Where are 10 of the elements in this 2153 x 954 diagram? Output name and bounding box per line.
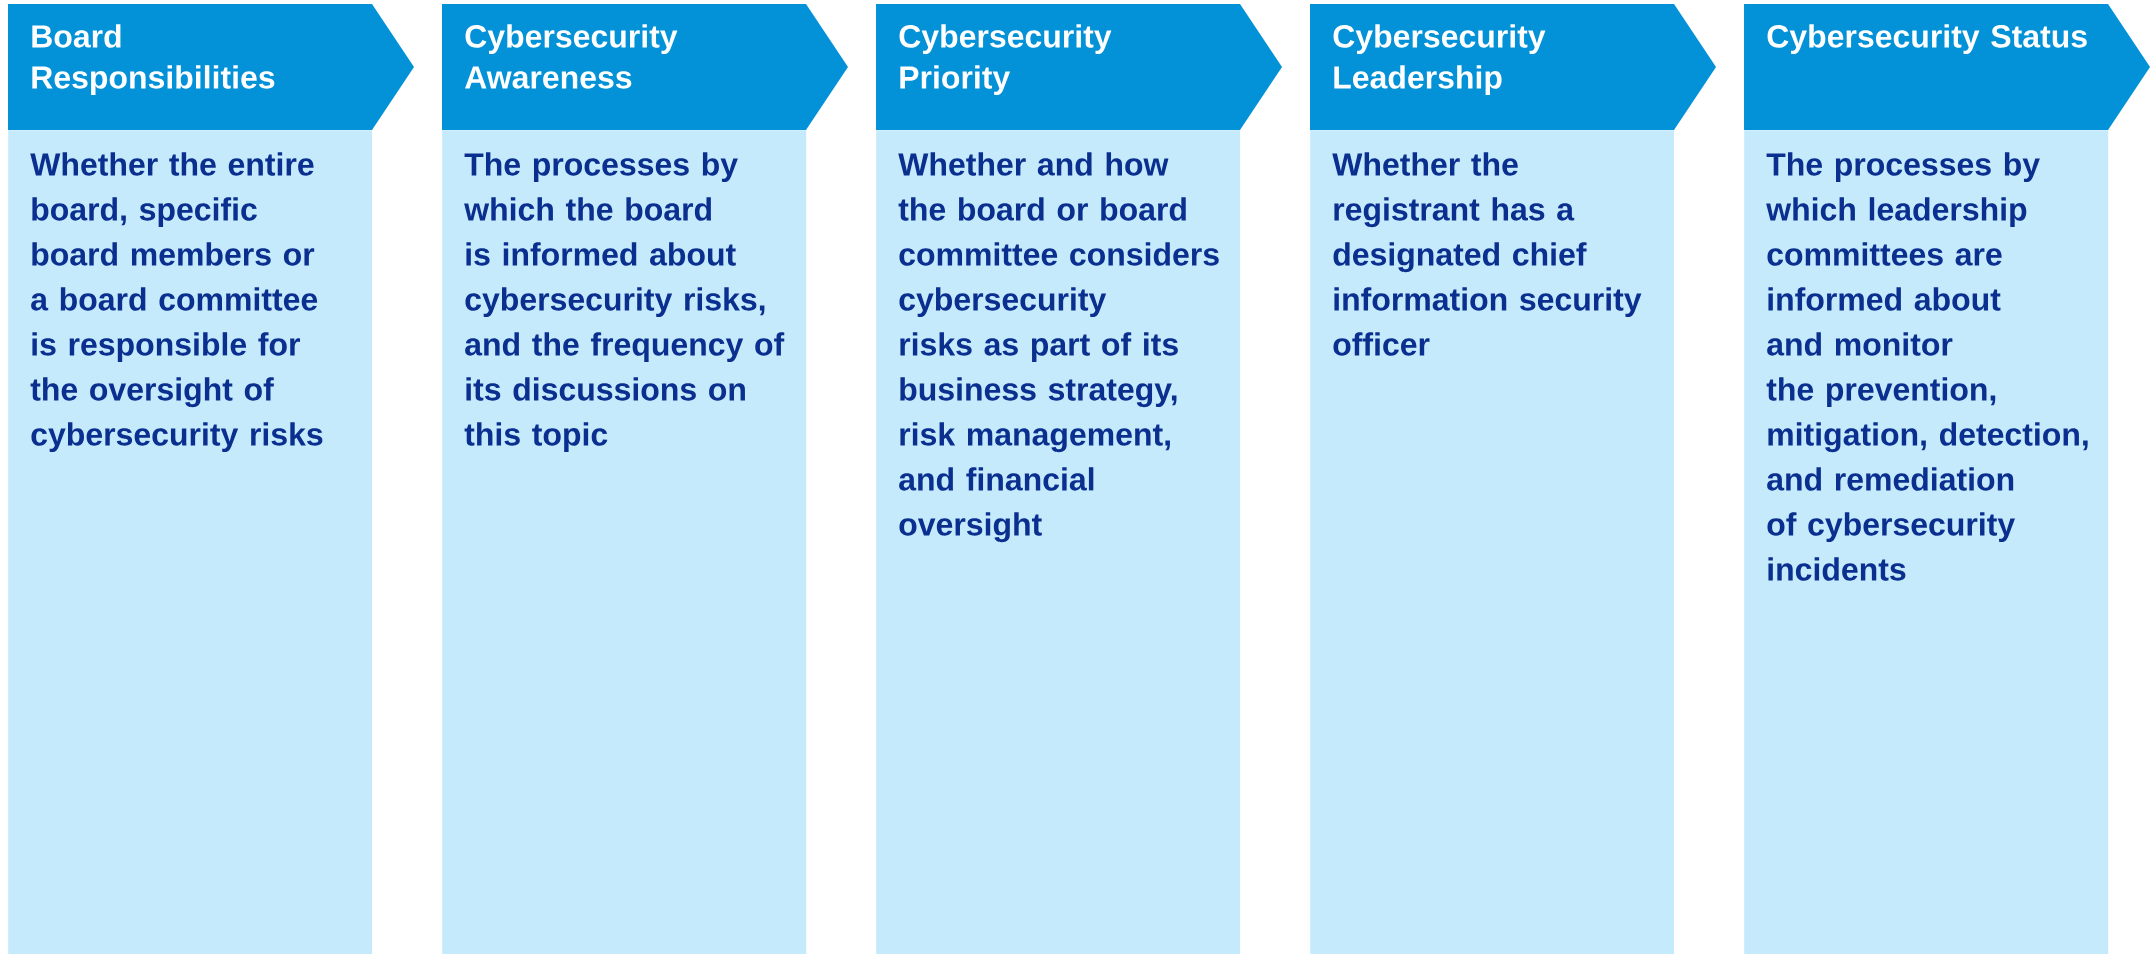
column-panel: Board Responsibilities Whether the entire board, specific board members or a board committee is responsible for the oversight of cybersecurity risks xyxy=(8,4,414,954)
node-label: Board Responsibilities xyxy=(32,24,275,96)
node-label: Cybersecurity Priority xyxy=(899,24,1112,96)
node-label: Cybersecurity Awareness xyxy=(465,24,678,89)
node-label: Cybersecurity Status xyxy=(1767,24,2087,55)
node-label: Cybersecurity Leadership xyxy=(1333,24,1546,96)
column-panel: Cybersecurity Leadership Whether the registrant has a designated chief information security officer xyxy=(1310,4,1716,954)
column-panel: Cybersecurity Status The processes by which leadership committees are informed about and monitor the prevention, mitigation, detection, and remediation of cybersecurity incidents xyxy=(1744,4,2150,954)
column-panel: Cybersecurity Priority Whether and how the board or board committee considers cybersecurity risks as part of its business strategy, risk management, and financial oversight xyxy=(876,4,1282,954)
column-panel: Cybersecurity Awareness The processes by which the board is informed about cybersecurity risks, and the frequency of its discussions on this topic xyxy=(442,4,848,954)
